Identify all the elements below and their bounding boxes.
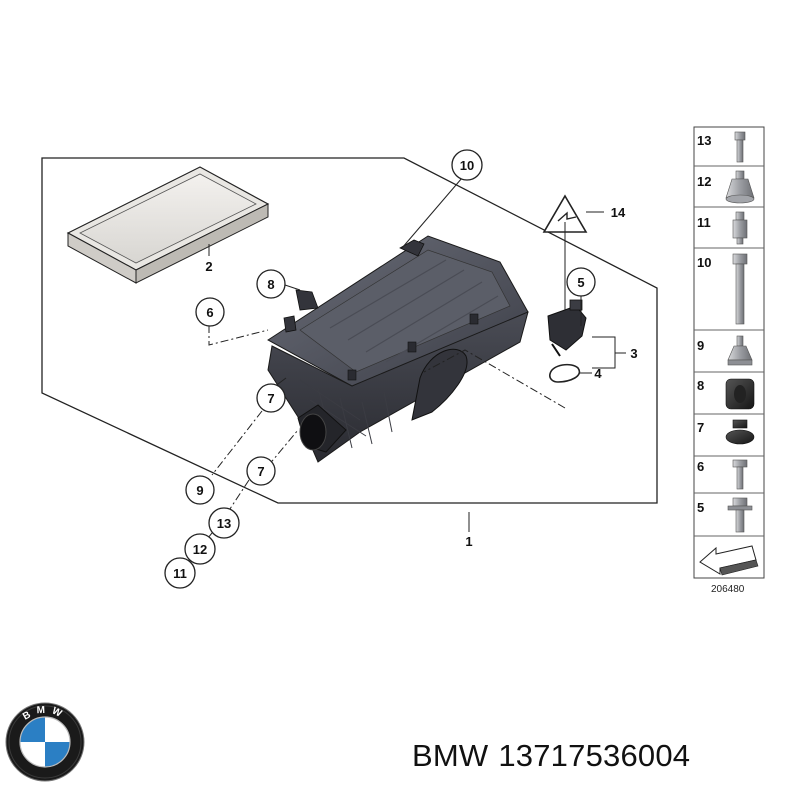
diagram-reference-number: 206480 — [711, 584, 745, 595]
svg-text:3: 3 — [630, 346, 637, 361]
legend-item-11: 11 — [697, 211, 748, 245]
callout-8: 8 — [256, 269, 286, 299]
svg-text:13: 13 — [697, 133, 711, 148]
callout-10: 10 — [451, 149, 483, 181]
legend-item-10: 10 — [697, 253, 748, 325]
callout-4: 4 — [594, 366, 602, 381]
legend-item-13: 13 — [697, 131, 746, 163]
assembly-frame — [41, 157, 658, 504]
callout-1: 1 — [465, 534, 472, 549]
legend-item-5: 5 — [697, 497, 753, 533]
part-caption: BMW 13717536004 — [412, 738, 690, 774]
callout-7-upper: 7 — [256, 383, 286, 413]
brand-name: BMW — [412, 738, 489, 773]
legend-item-6: 6 — [697, 459, 748, 490]
svg-text:8: 8 — [267, 277, 274, 292]
legend-item-12: 12 — [697, 170, 755, 204]
svg-text:12: 12 — [193, 542, 207, 557]
svg-text:11: 11 — [173, 566, 187, 581]
svg-text:4: 4 — [594, 366, 602, 381]
callout-7-lower: 7 — [246, 456, 276, 486]
legend-arrow-icon — [699, 545, 759, 576]
svg-text:11: 11 — [697, 215, 711, 230]
parts-legend: 13 12 11 10 9 8 — [693, 126, 765, 579]
svg-text:10: 10 — [697, 255, 711, 270]
callout-9: 9 — [185, 475, 215, 505]
callout-13: 13 — [208, 507, 240, 539]
svg-text:9: 9 — [697, 338, 704, 353]
callout-11: 11 — [164, 557, 196, 589]
svg-text:7: 7 — [697, 420, 704, 435]
legend-item-7: 7 — [697, 419, 755, 445]
air-filter-element — [66, 166, 270, 284]
callout-14: 14 — [611, 205, 626, 220]
legend-item-9: 9 — [697, 335, 753, 366]
svg-text:14: 14 — [611, 205, 626, 220]
legend-item-8: 8 — [697, 378, 755, 410]
callout-5: 5 — [566, 267, 596, 297]
callout-12: 12 — [184, 533, 216, 565]
svg-text:10: 10 — [460, 158, 474, 173]
sealing-ring — [549, 363, 581, 383]
svg-text:1: 1 — [465, 534, 472, 549]
svg-text:2: 2 — [205, 259, 212, 274]
callout-2: 2 — [205, 259, 212, 274]
svg-text:12: 12 — [697, 174, 711, 189]
svg-text:13: 13 — [217, 516, 231, 531]
svg-text:8: 8 — [697, 378, 704, 393]
bmw-logo: BMW — [5, 702, 85, 782]
part-number: 13717536004 — [498, 738, 691, 773]
callout-6: 6 — [195, 297, 225, 327]
callout-3: 3 — [630, 346, 637, 361]
svg-text:5: 5 — [577, 275, 584, 290]
air-intake-housing — [267, 235, 529, 463]
svg-text:9: 9 — [196, 483, 203, 498]
air-mass-sensor — [547, 299, 587, 357]
svg-text:7: 7 — [257, 464, 264, 479]
svg-text:6: 6 — [206, 305, 213, 320]
svg-text:7: 7 — [267, 391, 274, 406]
svg-text:5: 5 — [697, 500, 704, 515]
svg-text:6: 6 — [697, 459, 704, 474]
